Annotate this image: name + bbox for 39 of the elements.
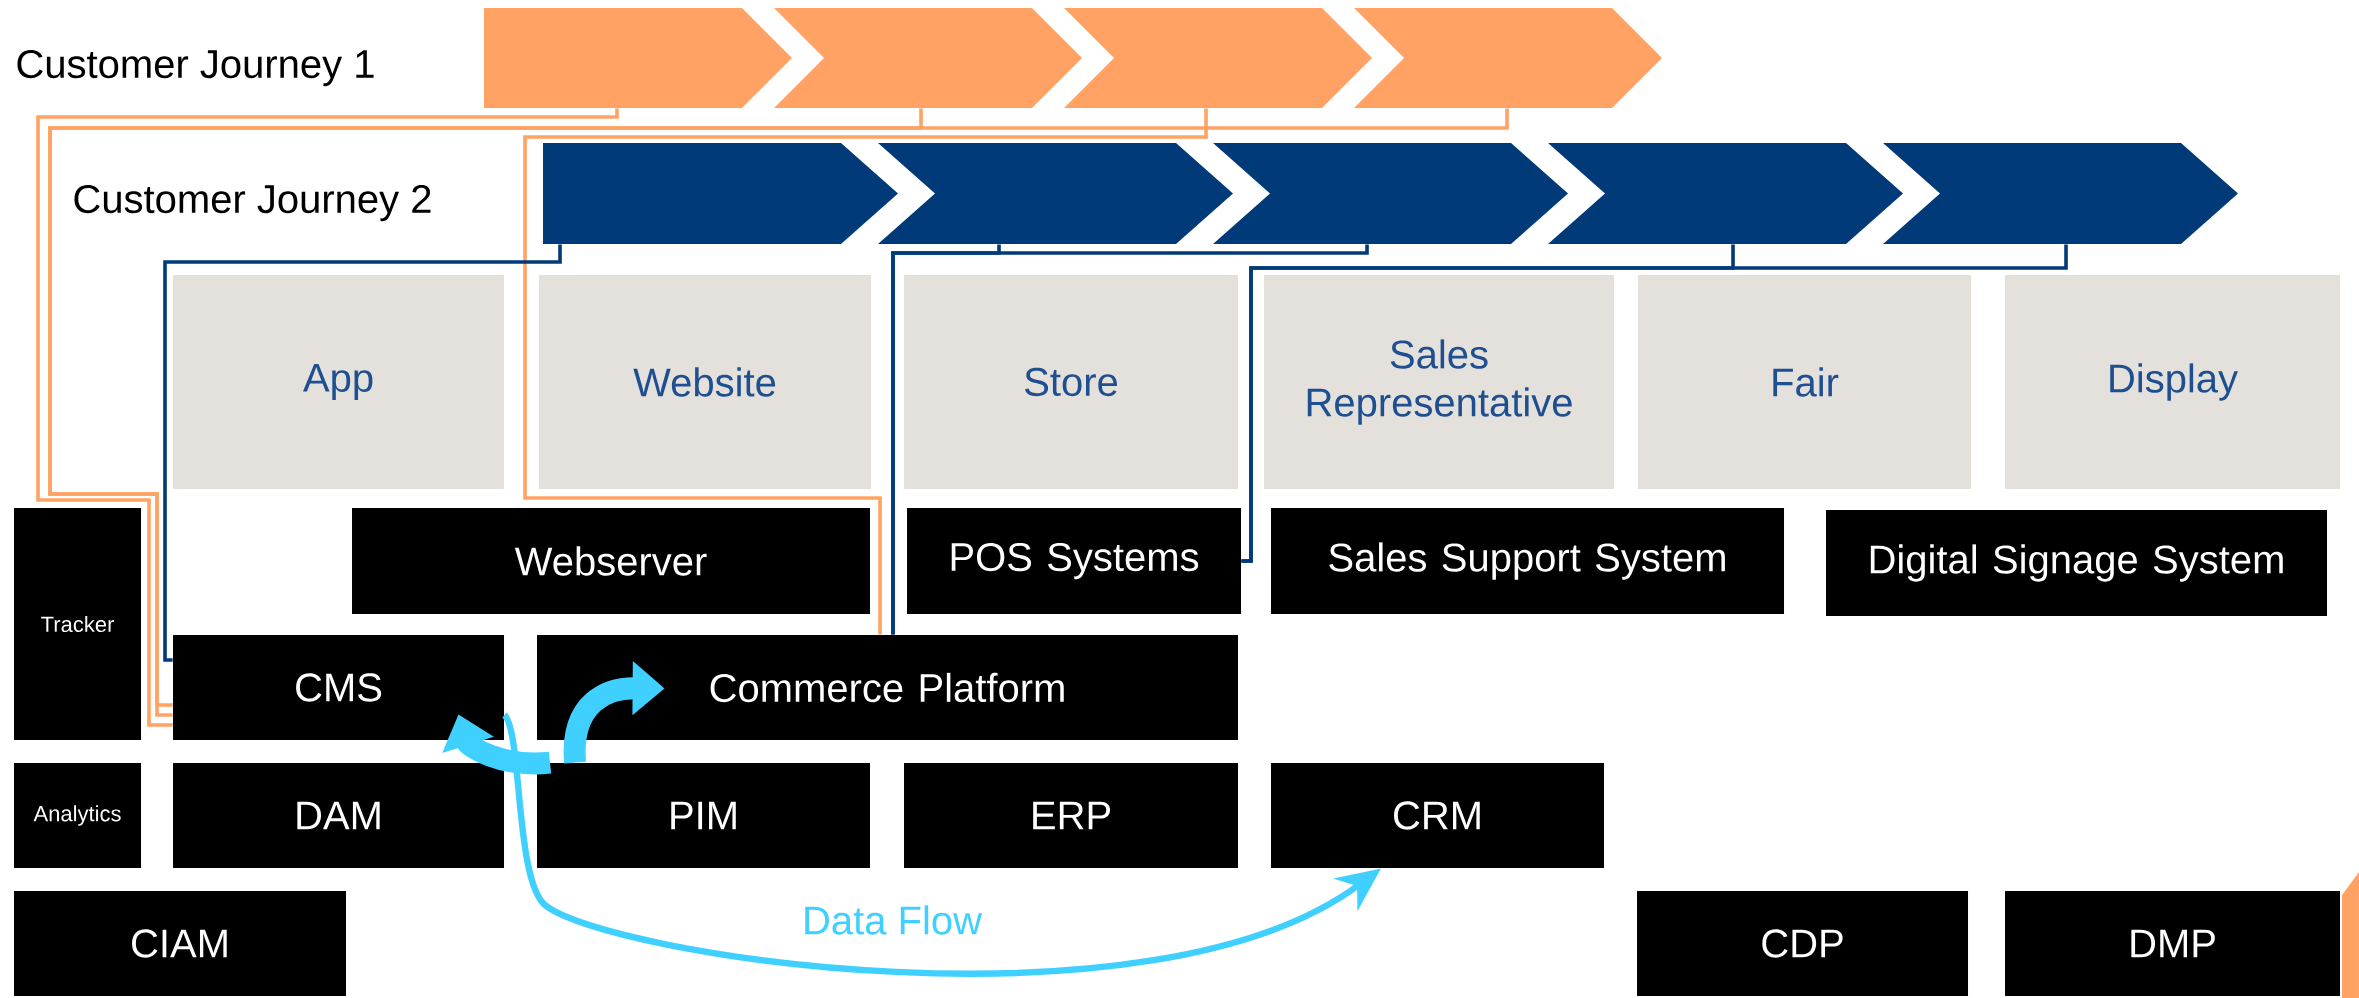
connector-line bbox=[891, 244, 1369, 635]
connector-line bbox=[48, 108, 1509, 717]
system-box: CRM bbox=[1271, 763, 1604, 868]
system-box: CMS bbox=[173, 635, 504, 740]
channel-box: Sales Representative bbox=[1264, 275, 1614, 489]
system-box: ERP bbox=[904, 763, 1238, 868]
channel-box: Display bbox=[2005, 275, 2340, 489]
system-box: Webserver bbox=[352, 508, 870, 614]
channel-box: Store bbox=[904, 275, 1238, 489]
system-box: Commerce Platform bbox=[537, 635, 1238, 740]
row-label: Customer Journey 1 bbox=[17, 49, 374, 87]
stage-banner bbox=[484, 8, 792, 108]
system-box: Digital Signage System bbox=[1826, 510, 2327, 616]
side-box: Analytics bbox=[14, 763, 141, 868]
system-box: DMP bbox=[2005, 891, 2340, 996]
stage-banner bbox=[1064, 8, 1372, 108]
stage-banner bbox=[774, 8, 1082, 108]
connector-line bbox=[1241, 244, 2068, 563]
system-box: DAM bbox=[173, 763, 504, 868]
channel-box: App bbox=[173, 275, 504, 489]
side-box: Tracker bbox=[14, 508, 141, 740]
connector-line bbox=[36, 107, 619, 727]
connector-line bbox=[163, 244, 562, 662]
stage-banner bbox=[1354, 8, 1662, 108]
system-box: Sales Support System bbox=[1271, 508, 1784, 614]
system-box: CDP bbox=[1637, 891, 1968, 996]
stage-banner bbox=[1213, 143, 1568, 244]
stage-banner bbox=[543, 143, 898, 244]
connector-line bbox=[523, 108, 1208, 635]
system-box: CIAM bbox=[14, 891, 346, 996]
system-box: POS Systems bbox=[907, 508, 1241, 614]
row-label: Customer Journey 2 bbox=[74, 184, 431, 222]
stage-banner bbox=[878, 143, 1233, 244]
stage-banner bbox=[1548, 143, 1903, 244]
stage-banner bbox=[1883, 143, 2238, 244]
edge-label: Data Flow bbox=[798, 901, 987, 939]
system-box: PIM bbox=[537, 763, 870, 868]
channel-box: Fair bbox=[1638, 275, 1971, 489]
channel-box: Website bbox=[539, 275, 871, 489]
